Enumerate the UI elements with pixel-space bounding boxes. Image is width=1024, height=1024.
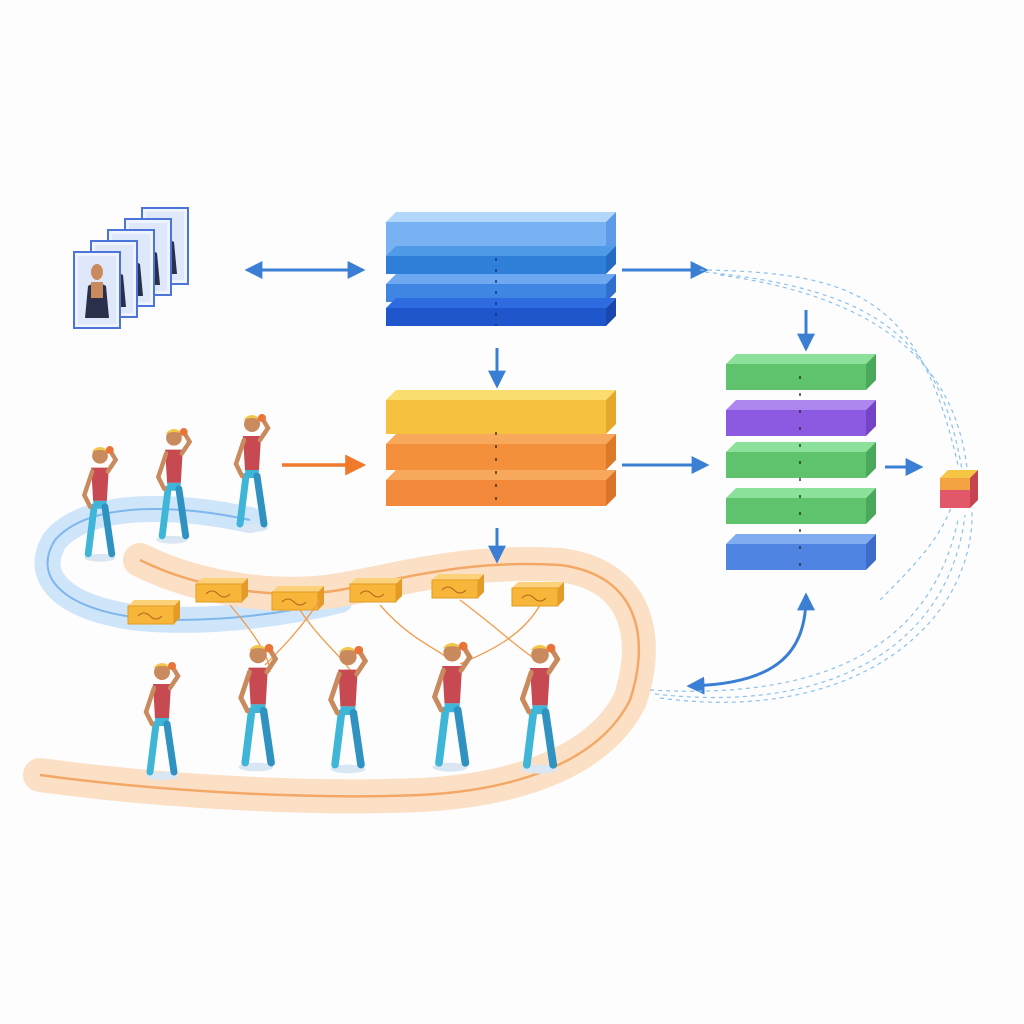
motion-layer — [386, 390, 616, 434]
human-figure — [519, 643, 561, 774]
fusion-layer — [726, 488, 876, 524]
human-figure — [233, 414, 271, 532]
motion-layer — [386, 470, 616, 506]
motion-token — [195, 578, 248, 603]
motion-token-row — [127, 574, 564, 625]
dashed-connections — [649, 269, 973, 703]
motion-tracks — [23, 496, 656, 814]
human-figure — [238, 643, 279, 772]
motion-token — [431, 574, 484, 599]
image-frame-stack — [73, 207, 189, 329]
fusion-layer — [726, 534, 876, 570]
encoder-layer-stack — [386, 212, 616, 326]
encoder-layer — [386, 274, 616, 302]
human-figure — [143, 662, 181, 780]
human-figures — [81, 414, 561, 780]
fusion-layer-stack — [726, 354, 876, 572]
connector-arrows — [244, 261, 973, 703]
human-figure — [81, 446, 119, 562]
encoder-layer — [386, 298, 616, 326]
motion-token — [349, 578, 402, 603]
output-cube-icon — [940, 470, 978, 508]
fusion-layer — [726, 400, 876, 436]
human-figure — [328, 645, 369, 774]
orange-track-edge — [39, 558, 641, 798]
motion-layer — [386, 434, 616, 470]
human-figure — [155, 428, 193, 544]
image-frame — [73, 251, 121, 329]
fusion-layer — [726, 354, 876, 390]
encoder-layer — [386, 246, 616, 274]
arrow-feedback-loop — [686, 592, 815, 695]
motion-token — [511, 582, 564, 607]
motion-token — [271, 586, 324, 611]
fusion-layer — [726, 442, 876, 478]
upper-blue-track-edge — [46, 508, 341, 621]
motion-layer-stack — [386, 390, 616, 506]
motion-token — [127, 600, 180, 625]
human-figure — [431, 641, 473, 772]
